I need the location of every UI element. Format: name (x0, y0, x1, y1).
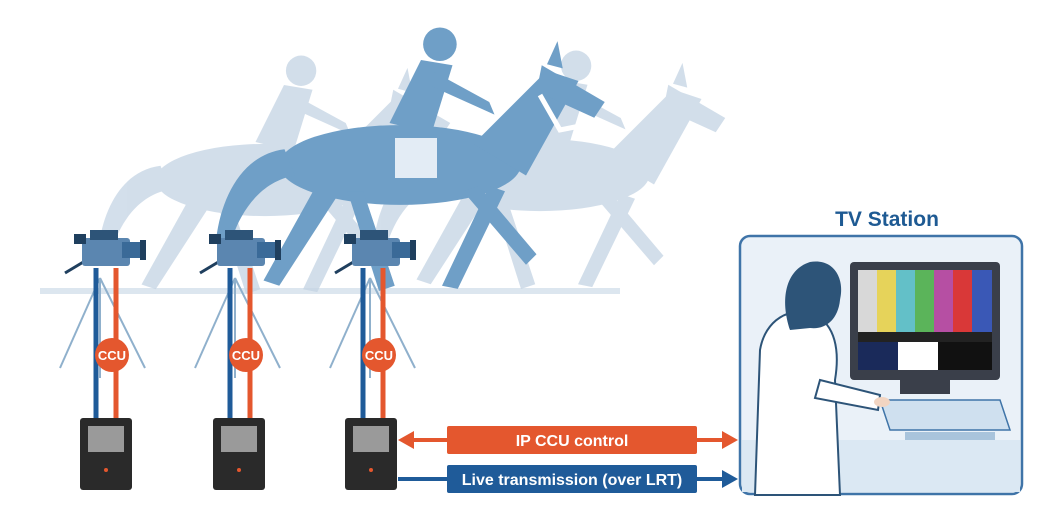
ccu-label: CCU (232, 348, 260, 363)
track-ground-line (40, 288, 620, 294)
monitor-icon (850, 262, 1000, 394)
encoder-unit-icon (213, 418, 265, 490)
encoder-unit-icon (80, 418, 132, 490)
operator-icon (753, 261, 890, 496)
camera-rig-3: CCU (328, 228, 418, 490)
live-transmission-arrow: Live transmission (over LRT) (398, 465, 738, 493)
tv-station-title: TV Station (835, 208, 939, 231)
camera-rig-1: CCU (58, 228, 148, 490)
encoder-unit-icon (345, 418, 397, 490)
ccu-label: CCU (365, 348, 393, 363)
saddle-cloth (395, 138, 437, 178)
ip-ccu-control-bar (447, 426, 697, 454)
ccu-badge (95, 338, 129, 372)
camera-rig-2: CCU (193, 228, 283, 490)
tv-station-panel (738, 234, 1024, 496)
ccu-badge (229, 338, 263, 372)
ip-ccu-control-arrow: IP CCU control (398, 426, 738, 454)
live-transmission-label: Live transmission (over LRT) (462, 472, 683, 489)
live-transmission-bar (447, 465, 697, 493)
ccu-badge (362, 338, 396, 372)
ccu-label: CCU (98, 348, 126, 363)
ip-ccu-control-label: IP CCU control (516, 433, 629, 450)
bridle (537, 93, 586, 133)
keyboard-icon (878, 399, 1012, 440)
